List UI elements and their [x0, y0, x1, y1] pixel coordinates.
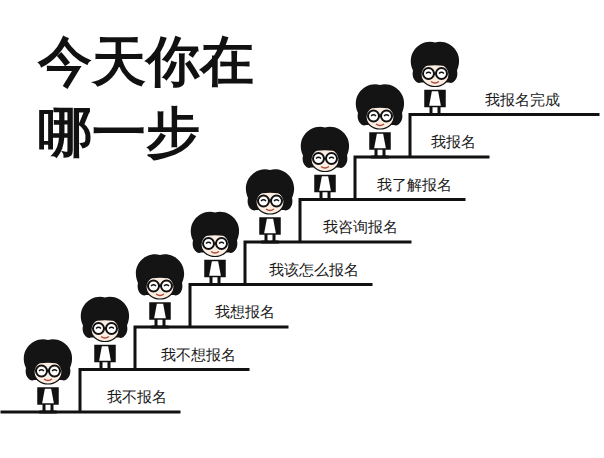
cartoon-kid: [246, 169, 294, 242]
step-label: 我该怎么报名: [269, 261, 359, 279]
cartoon-kid: [301, 127, 349, 200]
step-label: 我咨询报名: [323, 218, 398, 236]
step-label: 我报名: [431, 133, 476, 151]
step-label: 我不想报名: [161, 346, 236, 364]
step-label: 我不报名: [107, 388, 167, 406]
cartoon-kid: [136, 254, 184, 327]
step-label: 我想报名: [215, 303, 275, 321]
step-label: 我报名完成: [485, 91, 560, 109]
cartoon-kid: [356, 84, 404, 157]
cartoon-kid: [411, 42, 459, 115]
cartoon-kid: [24, 339, 72, 412]
title: 今天你在 哪一步: [38, 26, 288, 169]
cartoon-kid: [81, 297, 129, 370]
cartoon-kid: [191, 212, 239, 285]
step-label: 我了解报名: [377, 176, 452, 194]
